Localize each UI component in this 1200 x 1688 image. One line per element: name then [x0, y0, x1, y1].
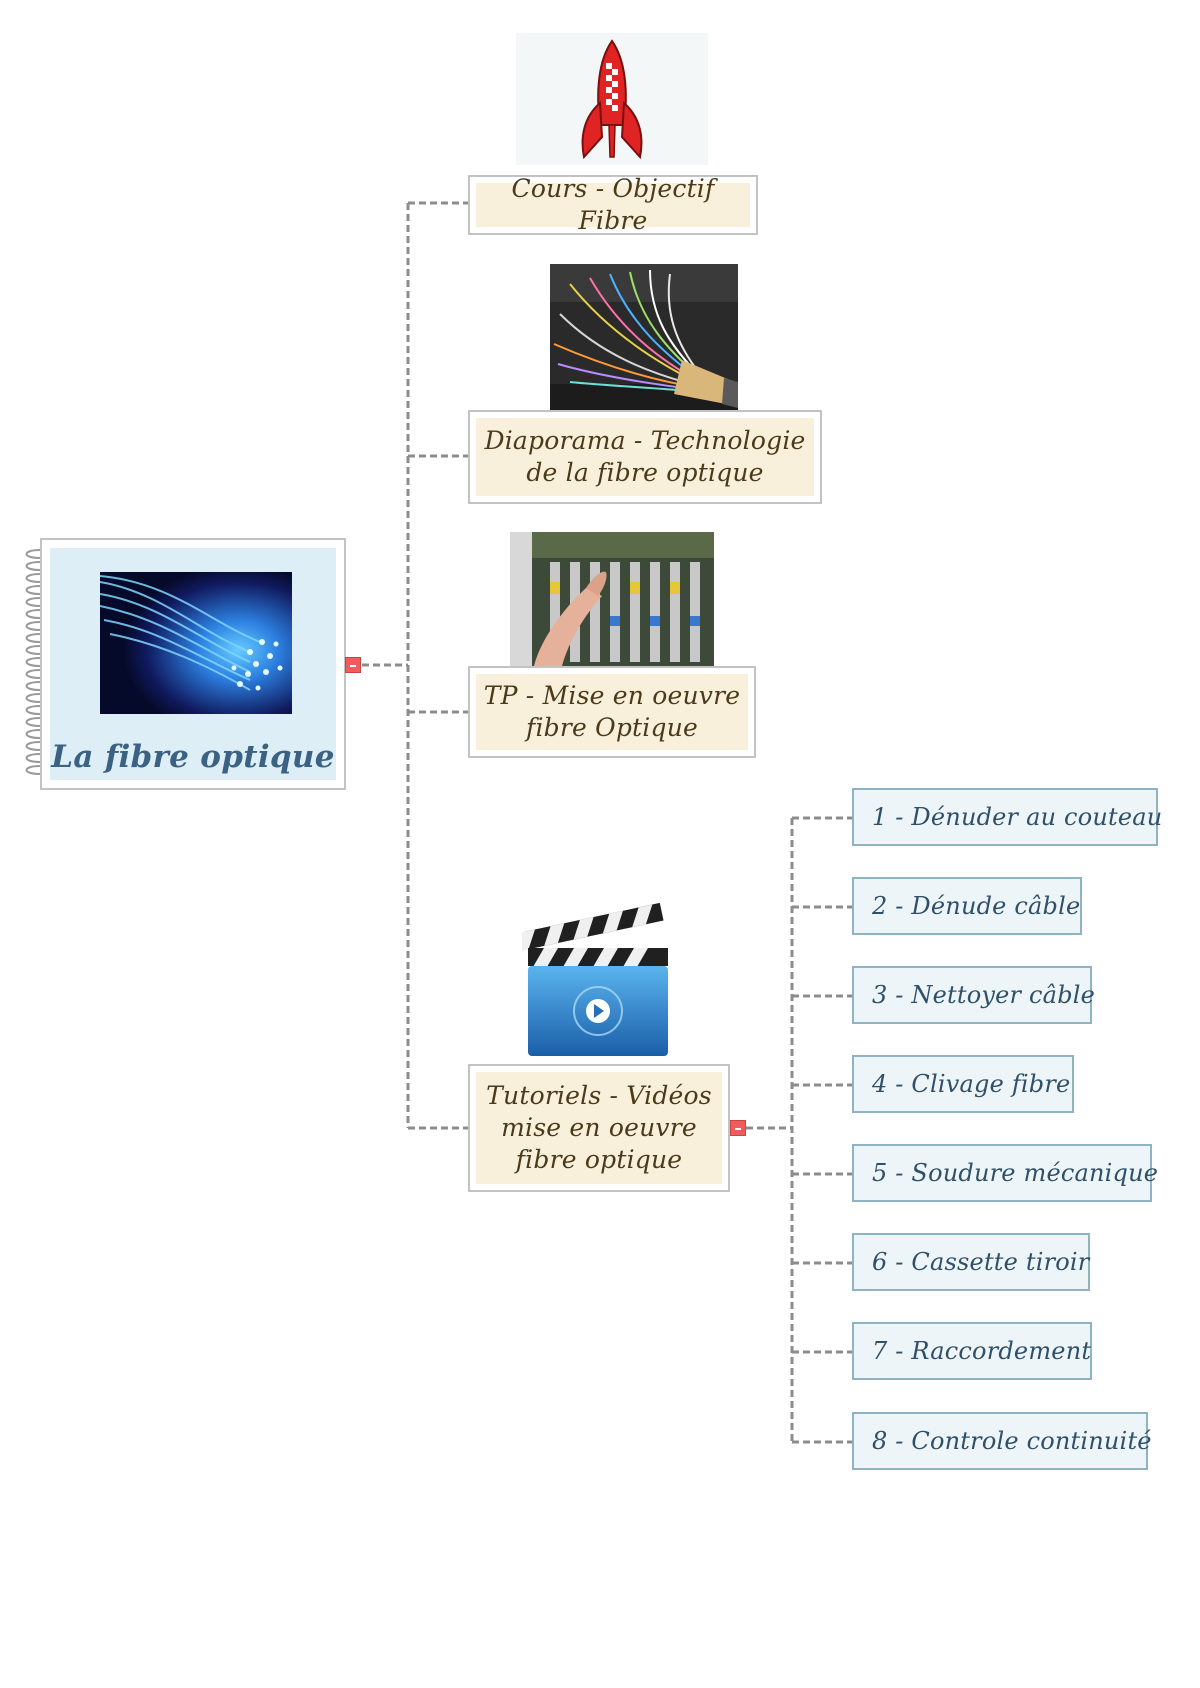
- collapse-minus-icon[interactable]: [345, 657, 361, 673]
- topic-diaporama-body: Diaporama - Technologie de la fibre opti…: [476, 418, 814, 496]
- tutorial-item-label: 4 - Clivage fibre: [872, 1070, 1071, 1098]
- tutorial-item-1[interactable]: 1 - Dénuder au couteau: [852, 788, 1162, 846]
- root-topic[interactable]: La fibre optique: [40, 538, 346, 790]
- tutorial-item-8[interactable]: 8 - Controle continuité: [852, 1412, 1151, 1470]
- root-title: La fibre optique: [51, 739, 335, 775]
- topic-tutoriels-label: Tutoriels - Vidéos mise en oeuvre fibre …: [486, 1081, 712, 1174]
- tutorial-item-5[interactable]: 5 - Soudure mécanique: [852, 1144, 1158, 1202]
- tutorial-item-label: 6 - Cassette tiroir: [872, 1248, 1090, 1276]
- tutorial-item-label: 5 - Soudure mécanique: [872, 1159, 1159, 1187]
- collapse-minus-icon[interactable]: [730, 1120, 746, 1136]
- root-topic-body: La fibre optique: [50, 548, 336, 780]
- tutorial-item-3[interactable]: 3 - Nettoyer câble: [852, 966, 1096, 1024]
- topic-diaporama-label: Diaporama - Technologie de la fibre opti…: [484, 426, 806, 487]
- rocket-icon: [516, 33, 708, 165]
- tutorial-item-label: 7 - Raccordement: [872, 1337, 1092, 1365]
- tutorial-item-label: 1 - Dénuder au couteau: [872, 803, 1163, 831]
- topic-diaporama[interactable]: Diaporama - Technologie de la fibre opti…: [468, 410, 822, 504]
- topic-cours-label: Cours - Objectif Fibre: [511, 174, 715, 235]
- notebook-spiral-icon: [25, 549, 41, 775]
- topic-tp[interactable]: TP - Mise en oeuvre fibre Optique: [468, 666, 756, 758]
- patch-panel-photo: [510, 532, 714, 666]
- clapperboard-video-icon: [522, 902, 668, 1056]
- topic-tutoriels[interactable]: Tutoriels - Vidéos mise en oeuvre fibre …: [468, 1064, 730, 1192]
- topic-tp-body: TP - Mise en oeuvre fibre Optique: [476, 674, 748, 750]
- tutorial-item-4[interactable]: 4 - Clivage fibre: [852, 1055, 1074, 1113]
- tutorial-item-label: 2 - Dénude câble: [872, 892, 1081, 920]
- tutorial-item-6[interactable]: 6 - Cassette tiroir: [852, 1233, 1090, 1291]
- topic-tp-label: TP - Mise en oeuvre fibre Optique: [483, 681, 741, 742]
- topic-cours[interactable]: Cours - Objectif Fibre: [468, 174, 758, 235]
- topic-tutoriels-body: Tutoriels - Vidéos mise en oeuvre fibre …: [476, 1072, 722, 1184]
- tutorial-item-7[interactable]: 7 - Raccordement: [852, 1322, 1092, 1380]
- tutorial-item-2[interactable]: 2 - Dénude câble: [852, 877, 1082, 935]
- fiber-cable-photo: [550, 264, 738, 412]
- topic-cours-body: Cours - Objectif Fibre: [476, 174, 750, 235]
- fiber-optic-photo: [100, 572, 292, 714]
- tutorial-item-label: 8 - Controle continuité: [872, 1427, 1152, 1455]
- tutorial-item-label: 3 - Nettoyer câble: [872, 981, 1096, 1009]
